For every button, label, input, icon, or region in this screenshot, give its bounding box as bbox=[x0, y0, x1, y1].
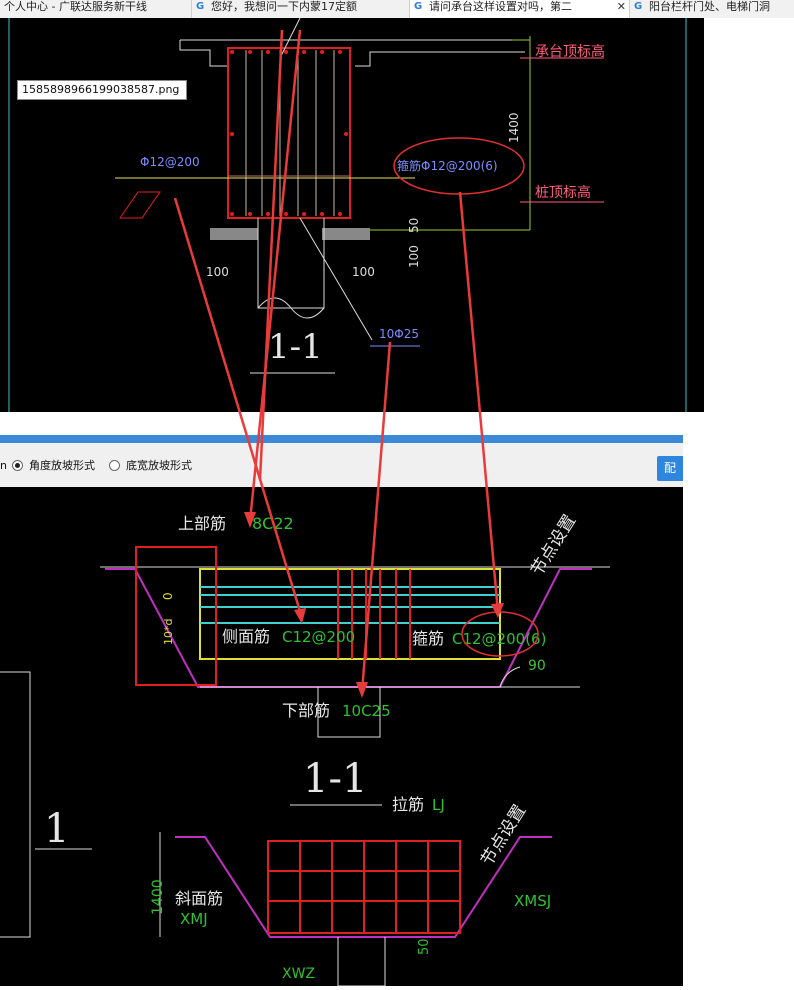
tab-balcony[interactable]: G 阳台栏杆门处、电梯门洞 bbox=[630, 0, 794, 18]
xmsj-label: XMSJ bbox=[514, 892, 551, 910]
top-bar-label: 上部筋 bbox=[178, 514, 226, 533]
slope-bar-value: XMJ bbox=[180, 910, 208, 928]
grid-lines bbox=[268, 841, 460, 933]
left-frame bbox=[0, 671, 31, 938]
blinding-left bbox=[210, 228, 258, 240]
node-setting-label-2: 节点设置 bbox=[477, 801, 530, 869]
cad-drawing-bottom: 90 0 10*d 上部筋 8C22 侧面筋 C12@200 箍筋 C12@20… bbox=[0, 487, 683, 987]
dim-10d: 10*d bbox=[162, 619, 175, 645]
dim-100-vertical: 100 bbox=[407, 245, 421, 268]
dim-50: 50 bbox=[417, 938, 432, 955]
dialog-title-bar bbox=[0, 435, 683, 443]
site-icon: G bbox=[634, 1, 643, 12]
tie-bar-value: LJ bbox=[432, 796, 445, 814]
angle-slope-radio[interactable] bbox=[12, 460, 23, 471]
cad-section-svg: 1-1 承台顶标高 桩顶标高 1400 50 100 100 100 Φ12@2… bbox=[8, 17, 687, 412]
software-section-svg: 90 0 10*d 上部筋 8C22 侧面筋 C12@200 箍筋 C12@20… bbox=[0, 511, 610, 987]
tab-label: 您好，我想问一下内蒙17定额 bbox=[211, 0, 357, 13]
slope-options-bar: n 角度放坡形式 底宽放坡形式 配 bbox=[0, 443, 683, 487]
top-bar-value: 8C22 bbox=[252, 514, 294, 533]
dim-1400: 1400 bbox=[150, 879, 166, 915]
tab-user-center[interactable]: 个人中心 - 广联达服务新干线 bbox=[0, 0, 192, 18]
cad-drawing-top: 1-1 承台顶标高 桩顶标高 1400 50 100 100 100 Φ12@2… bbox=[0, 17, 704, 412]
stirrup-value: C12@200(6) bbox=[452, 630, 546, 648]
dim-100-right: 100 bbox=[352, 265, 375, 279]
bottom-bar-value: 10C25 bbox=[342, 702, 391, 720]
xwz-label: XWZ bbox=[282, 966, 315, 982]
section-title: 1-1 bbox=[268, 327, 323, 367]
big-number: 1 bbox=[44, 806, 69, 852]
highlight-box bbox=[135, 546, 217, 686]
width-slope-label: 底宽放坡形式 bbox=[126, 459, 192, 472]
tab-label: 请问承台这样设置对吗，第二 bbox=[429, 0, 572, 13]
pit-outline-2 bbox=[175, 836, 552, 938]
partial-label: n bbox=[0, 459, 7, 472]
section-title: 1-1 bbox=[303, 756, 367, 802]
stirrup-label: 箍筋Φ12@200(6) bbox=[397, 158, 498, 173]
side-bar-value: C12@200 bbox=[282, 628, 355, 646]
dim-100-left: 100 bbox=[206, 265, 229, 279]
cap-outline bbox=[355, 51, 525, 67]
bottom-bar-label: 下部筋 bbox=[282, 701, 330, 720]
browser-tab-bar: 个人中心 - 广联达服务新干线 G 您好，我想问一下内蒙17定额 G 请问承台这样设… bbox=[0, 0, 794, 19]
filename-tooltip: 1585898966199038587.png bbox=[17, 80, 187, 100]
vertical-bars bbox=[245, 50, 335, 216]
cap-outline bbox=[179, 40, 229, 218]
tab-question-active[interactable]: G 请问承台这样设置对吗，第二 ✕ bbox=[410, 0, 630, 18]
pile-top-elevation-label: 桩顶标高 bbox=[535, 184, 591, 201]
bottom-rebar-label: 10Φ25 bbox=[379, 327, 419, 341]
page-sidebar bbox=[704, 18, 794, 986]
leader-line bbox=[279, 17, 301, 59]
close-icon[interactable]: ✕ bbox=[616, 0, 626, 13]
pile-outline-2 bbox=[337, 937, 386, 987]
tab-label: 阳台栏杆门处、电梯门洞 bbox=[649, 0, 770, 13]
leader-line bbox=[299, 217, 373, 341]
dim-50: 50 bbox=[407, 218, 421, 233]
cap-top-elevation-label: 承台顶标高 bbox=[535, 43, 605, 60]
blinding-right bbox=[322, 228, 370, 240]
site-icon: G bbox=[414, 1, 423, 12]
slope-angle: 90 bbox=[528, 658, 546, 674]
slope-bar-label: 斜面筋 bbox=[175, 889, 223, 908]
dim-1400: 1400 bbox=[507, 112, 521, 143]
pile-outline bbox=[257, 218, 325, 309]
bar-dots bbox=[230, 50, 348, 216]
width-slope-radio[interactable] bbox=[109, 460, 120, 471]
configure-button[interactable]: 配 bbox=[657, 456, 683, 481]
pile-outline bbox=[317, 687, 381, 738]
stirrup-label: 箍筋 bbox=[412, 629, 444, 648]
dim-zero: 0 bbox=[161, 592, 175, 600]
site-icon: G bbox=[196, 1, 205, 12]
hatch-marker bbox=[119, 191, 161, 219]
tie-bar-label: 拉筋 bbox=[392, 795, 424, 814]
side-bar-label: 侧面筋 bbox=[222, 627, 270, 646]
tab-question-1[interactable]: G 您好，我想问一下内蒙17定额 bbox=[192, 0, 410, 18]
tab-label: 个人中心 - 广联达服务新干线 bbox=[4, 0, 147, 13]
side-rebar-label: Φ12@200 bbox=[140, 155, 200, 169]
angle-slope-label: 角度放坡形式 bbox=[29, 459, 95, 472]
angle-arc bbox=[499, 666, 521, 688]
